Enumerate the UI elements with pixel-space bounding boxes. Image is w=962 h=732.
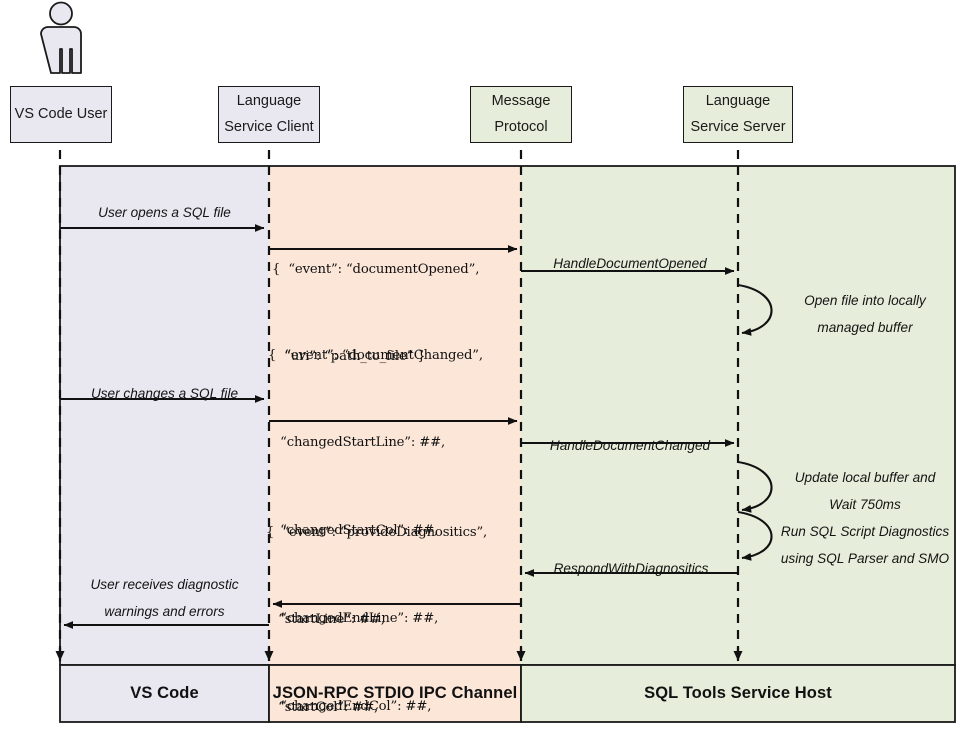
- payload-provide-diagnositics: { “event”: “provideDiagnositics”, “start…: [266, 459, 528, 732]
- label-user-changes-file-line1: User changes a SQL file: [90, 386, 239, 401]
- payload-document-changed-line-0: { “event”: “documentChanged”,: [268, 347, 483, 363]
- payload-document-changed-line-1: “changedStartLine”: ##,: [268, 435, 446, 451]
- note-update-buffer-wait: Update local buffer and Wait 750ms: [772, 465, 958, 518]
- participant-message-protocol-line2: Protocol: [494, 118, 548, 135]
- label-user-receives-diagnostics: User receives diagnostic warnings and er…: [62, 572, 267, 625]
- footer-label-host: SQL Tools Service Host: [521, 665, 955, 722]
- label-user-receives-diagnostics-line2: warnings and errors: [104, 603, 225, 619]
- payload-document-opened-line-0: { “event”: “documentOpened”,: [272, 261, 480, 277]
- footer-label-host-text: SQL Tools Service Host: [644, 684, 832, 702]
- participant-vs-code-user-line1: VS Code User: [14, 105, 108, 122]
- payload-document-changed-line-3: “changedEndLine”: ##,: [268, 611, 439, 627]
- label-user-receives-diagnostics-line1: User receives diagnostic: [90, 577, 239, 592]
- participant-vs-code-user[interactable]: VS Code User: [10, 86, 112, 143]
- payload-provide-diagnositics-line-1: “startLine”: ##,: [266, 612, 385, 628]
- payload-document-opened: { “event”: “documentOpened”, “uri”: “pat…: [272, 196, 522, 430]
- participant-language-service-server-line1: Language: [705, 93, 771, 110]
- participant-language-service-server-line2: Service Server: [690, 118, 786, 135]
- note-run-sql-diagnostics-line1: Run SQL Script Diagnostics: [780, 524, 950, 539]
- payload-provide-diagnositics-line-0: { “event”: “provideDiagnositics”,: [266, 524, 488, 540]
- note-update-buffer-wait-line1: Update local buffer and: [794, 470, 936, 485]
- note-run-sql-diagnostics: Run SQL Script Diagnostics using SQL Par…: [770, 519, 960, 572]
- lifelines: [58, 150, 740, 660]
- label-user-opens-file-line1: User opens a SQL file: [98, 205, 231, 220]
- participant-language-service-client-line1: Language: [236, 93, 302, 110]
- label-handle-document-opened: HandleDocumentOpened: [525, 251, 735, 278]
- label-handle-document-changed: HandleDocumentChanged: [525, 433, 735, 460]
- payload-document-changed-line-2: “changedStartCol”: ##,: [268, 523, 439, 539]
- payload-document-opened-line-1: “uri”: “path_to_file” }: [272, 349, 426, 365]
- label-user-changes-file: User changes a SQL file: [62, 381, 267, 408]
- note-open-file-buffer-line2: managed buffer: [817, 319, 913, 335]
- lane-band-vs-code: [60, 166, 269, 665]
- participant-message-protocol[interactable]: Message Protocol: [470, 86, 572, 143]
- footer-label-vs-code-text: VS Code: [130, 684, 199, 702]
- note-update-buffer-wait-line2: Wait 750ms: [829, 496, 901, 512]
- footer-box-host: [520, 664, 956, 723]
- participant-language-service-server[interactable]: Language Service Server: [683, 86, 793, 143]
- note-open-file-buffer-line1: Open file into locally: [804, 293, 926, 308]
- label-handle-document-changed-text: HandleDocumentChanged: [549, 438, 711, 453]
- label-user-opens-file: User opens a SQL file: [62, 200, 267, 227]
- footer-label-vs-code: VS Code: [60, 665, 269, 722]
- note-open-file-buffer: Open file into locally managed buffer: [775, 288, 955, 341]
- participant-language-service-client-line2: Service Client: [224, 118, 314, 135]
- payload-document-changed: { “event”: “documentChanged”, “changedSt…: [268, 282, 526, 732]
- selfloop-update-buffer-wait: [737, 460, 773, 513]
- payload-provide-diagnositics-line-2: “startCol”: ##,: [266, 700, 379, 716]
- footer-label-ipc: JSON-RPC STDIO IPC Channel: [269, 665, 521, 722]
- label-respond-with-diagnositics: RespondWithDiagnositics: [525, 556, 737, 583]
- label-respond-with-diagnositics-text: RespondWithDiagnositics: [553, 561, 709, 576]
- payload-document-changed-line-4: “changedEndCol”: ##,: [268, 699, 432, 715]
- footer-box-vs-code: [59, 664, 270, 723]
- person-icon: [40, 1, 82, 74]
- selfloop-open-file-buffer: [737, 283, 773, 336]
- participant-message-protocol-line1: Message: [491, 93, 551, 110]
- label-handle-document-opened-text: HandleDocumentOpened: [553, 256, 707, 271]
- note-run-sql-diagnostics-line2: using SQL Parser and SMO: [780, 550, 950, 566]
- participant-language-service-client[interactable]: Language Service Client: [218, 86, 320, 143]
- footer-label-ipc-text: JSON-RPC STDIO IPC Channel: [272, 684, 518, 702]
- selfloop-run-sql-diagnostics: [737, 510, 773, 561]
